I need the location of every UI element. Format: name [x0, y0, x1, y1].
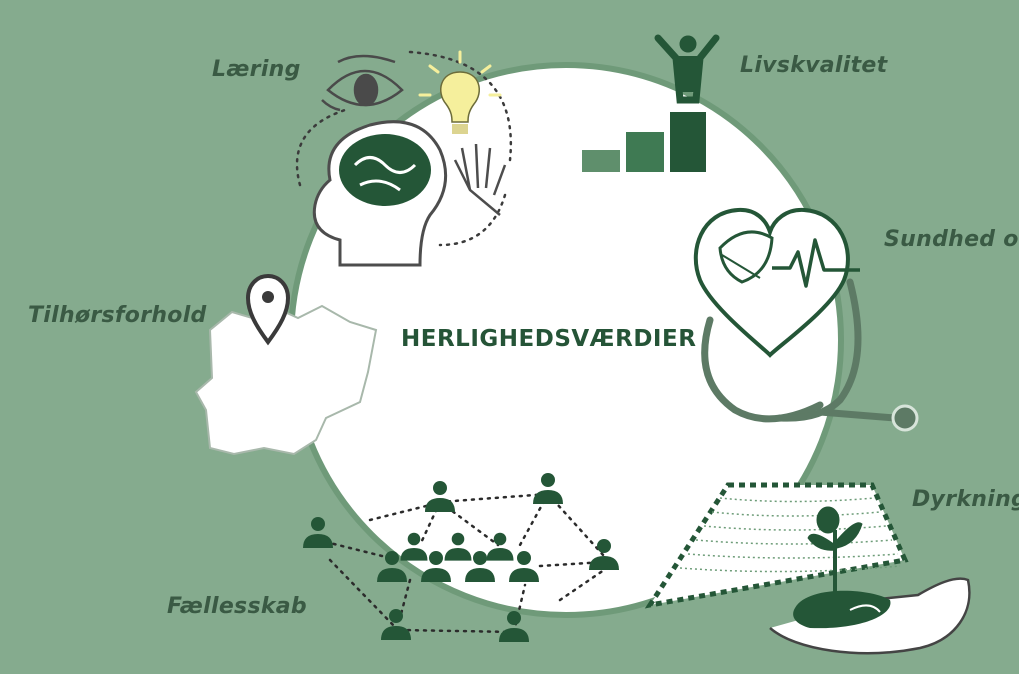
bar-steps-icon: [582, 112, 706, 172]
person-icon: [421, 551, 451, 582]
stethoscope-icon: [701, 278, 899, 423]
podium-person-icon: [654, 34, 720, 104]
person-icon: [465, 551, 495, 582]
heartbeat-icon: [772, 238, 860, 288]
person-icon: [381, 609, 411, 640]
heart-leaf-icon: [693, 207, 850, 358]
person-icon: [444, 532, 472, 561]
hand-holding-soil-icon: [769, 577, 971, 655]
person-icon: [377, 551, 407, 582]
person-icon: [499, 611, 529, 642]
sprout-icon: [807, 506, 863, 600]
label-faellesskab: Fællesskab: [167, 594, 307, 619]
brain-head-icon: [312, 120, 448, 267]
stethoscope-chest-icon: [891, 404, 919, 432]
label-sundhed: Sundhed og: [884, 227, 1019, 252]
person-icon: [425, 481, 455, 512]
person-icon: [589, 539, 619, 570]
location-pin-icon: [245, 273, 291, 346]
person-icon: [486, 532, 514, 561]
center-title: HERLIGHEDSVÆRDIER: [401, 326, 697, 352]
label-laering: Læring: [212, 57, 301, 82]
label-dyrkning: Dyrkning: [912, 487, 1019, 512]
person-icon: [303, 517, 333, 548]
label-livskvalitet: Livskvalitet: [740, 53, 888, 78]
label-tilhorsforhold: Tilhørsforhold: [28, 303, 207, 328]
person-icon: [400, 532, 428, 561]
hand-icon: [453, 143, 507, 216]
person-icon: [509, 551, 539, 582]
laering-dotted-arc: [295, 50, 513, 247]
people-network-icon: [303, 473, 619, 642]
eye-icon: [321, 54, 404, 112]
field-grid-icon: [644, 482, 909, 609]
lightbulb-icon: [418, 50, 502, 134]
person-icon: [533, 473, 563, 504]
